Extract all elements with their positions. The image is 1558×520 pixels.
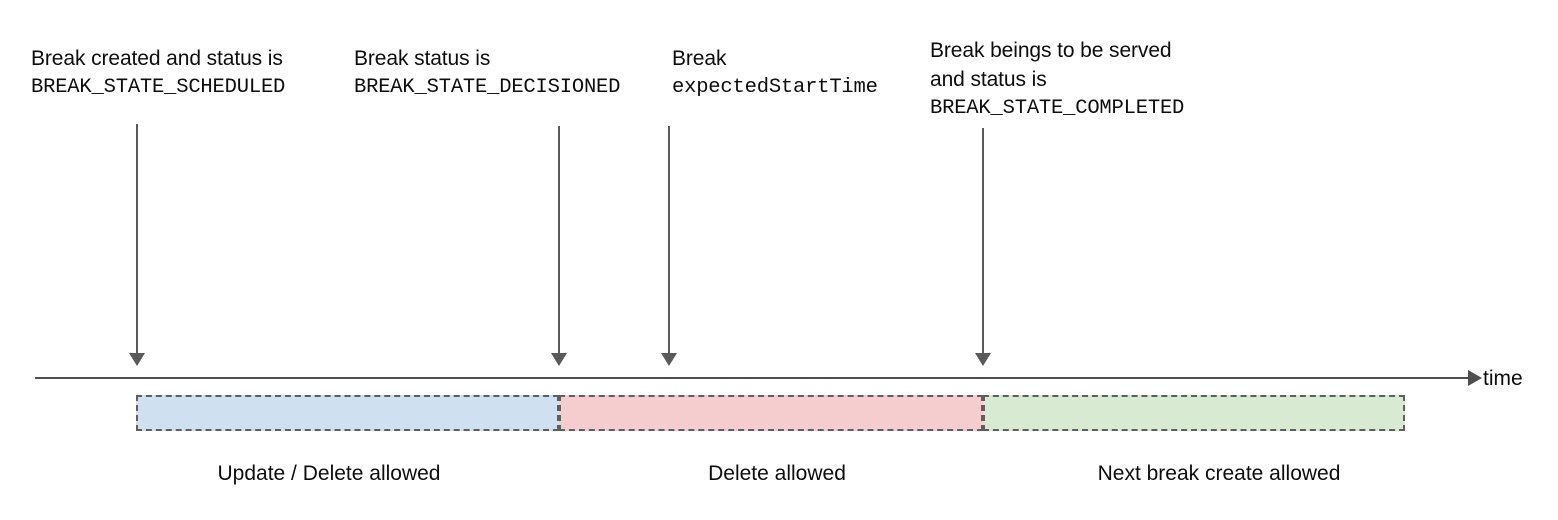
phase-bar-completed	[983, 395, 1405, 431]
connector-arrow-line-break-decisioned	[558, 126, 560, 355]
phase-caption-scheduled: Update / Delete allowed	[217, 462, 441, 485]
annotation-break-completed-line1: Break beings to be served	[930, 39, 1172, 62]
connector-arrow-head-break-decisioned	[551, 353, 567, 366]
annotation-break-decisioned-line2: BREAK_STATE_DECISIONED	[354, 76, 621, 99]
connector-arrow-line-break-created	[136, 124, 138, 355]
phase-caption-completed: Next break create allowed	[1097, 462, 1341, 485]
phase-bar-scheduled	[136, 395, 559, 431]
connector-arrow-head-break-created	[129, 353, 145, 366]
annotation-break-expected-start-line2: expectedStartTime	[672, 76, 878, 99]
time-axis-arrow-icon	[1468, 370, 1482, 386]
connector-arrow-head-break-completed	[975, 353, 991, 366]
phase-bar-decisioned	[559, 395, 983, 431]
connector-arrow-line-break-completed	[982, 128, 984, 355]
time-axis-line	[35, 377, 1470, 379]
annotation-break-completed-line3: BREAK_STATE_COMPLETED	[930, 97, 1185, 120]
time-axis-label: time	[1483, 367, 1523, 390]
connector-arrow-line-break-expected-start	[668, 126, 670, 355]
annotation-break-expected-start-line1: Break	[672, 47, 727, 70]
annotation-break-completed-line2: and status is	[930, 68, 1047, 91]
annotation-break-created-line1: Break created and status is	[31, 47, 283, 70]
annotation-break-created-line2: BREAK_STATE_SCHEDULED	[31, 76, 286, 99]
connector-arrow-head-break-expected-start	[661, 353, 677, 366]
phase-caption-decisioned: Delete allowed	[708, 462, 846, 485]
annotation-break-decisioned-line1: Break status is	[354, 47, 491, 70]
